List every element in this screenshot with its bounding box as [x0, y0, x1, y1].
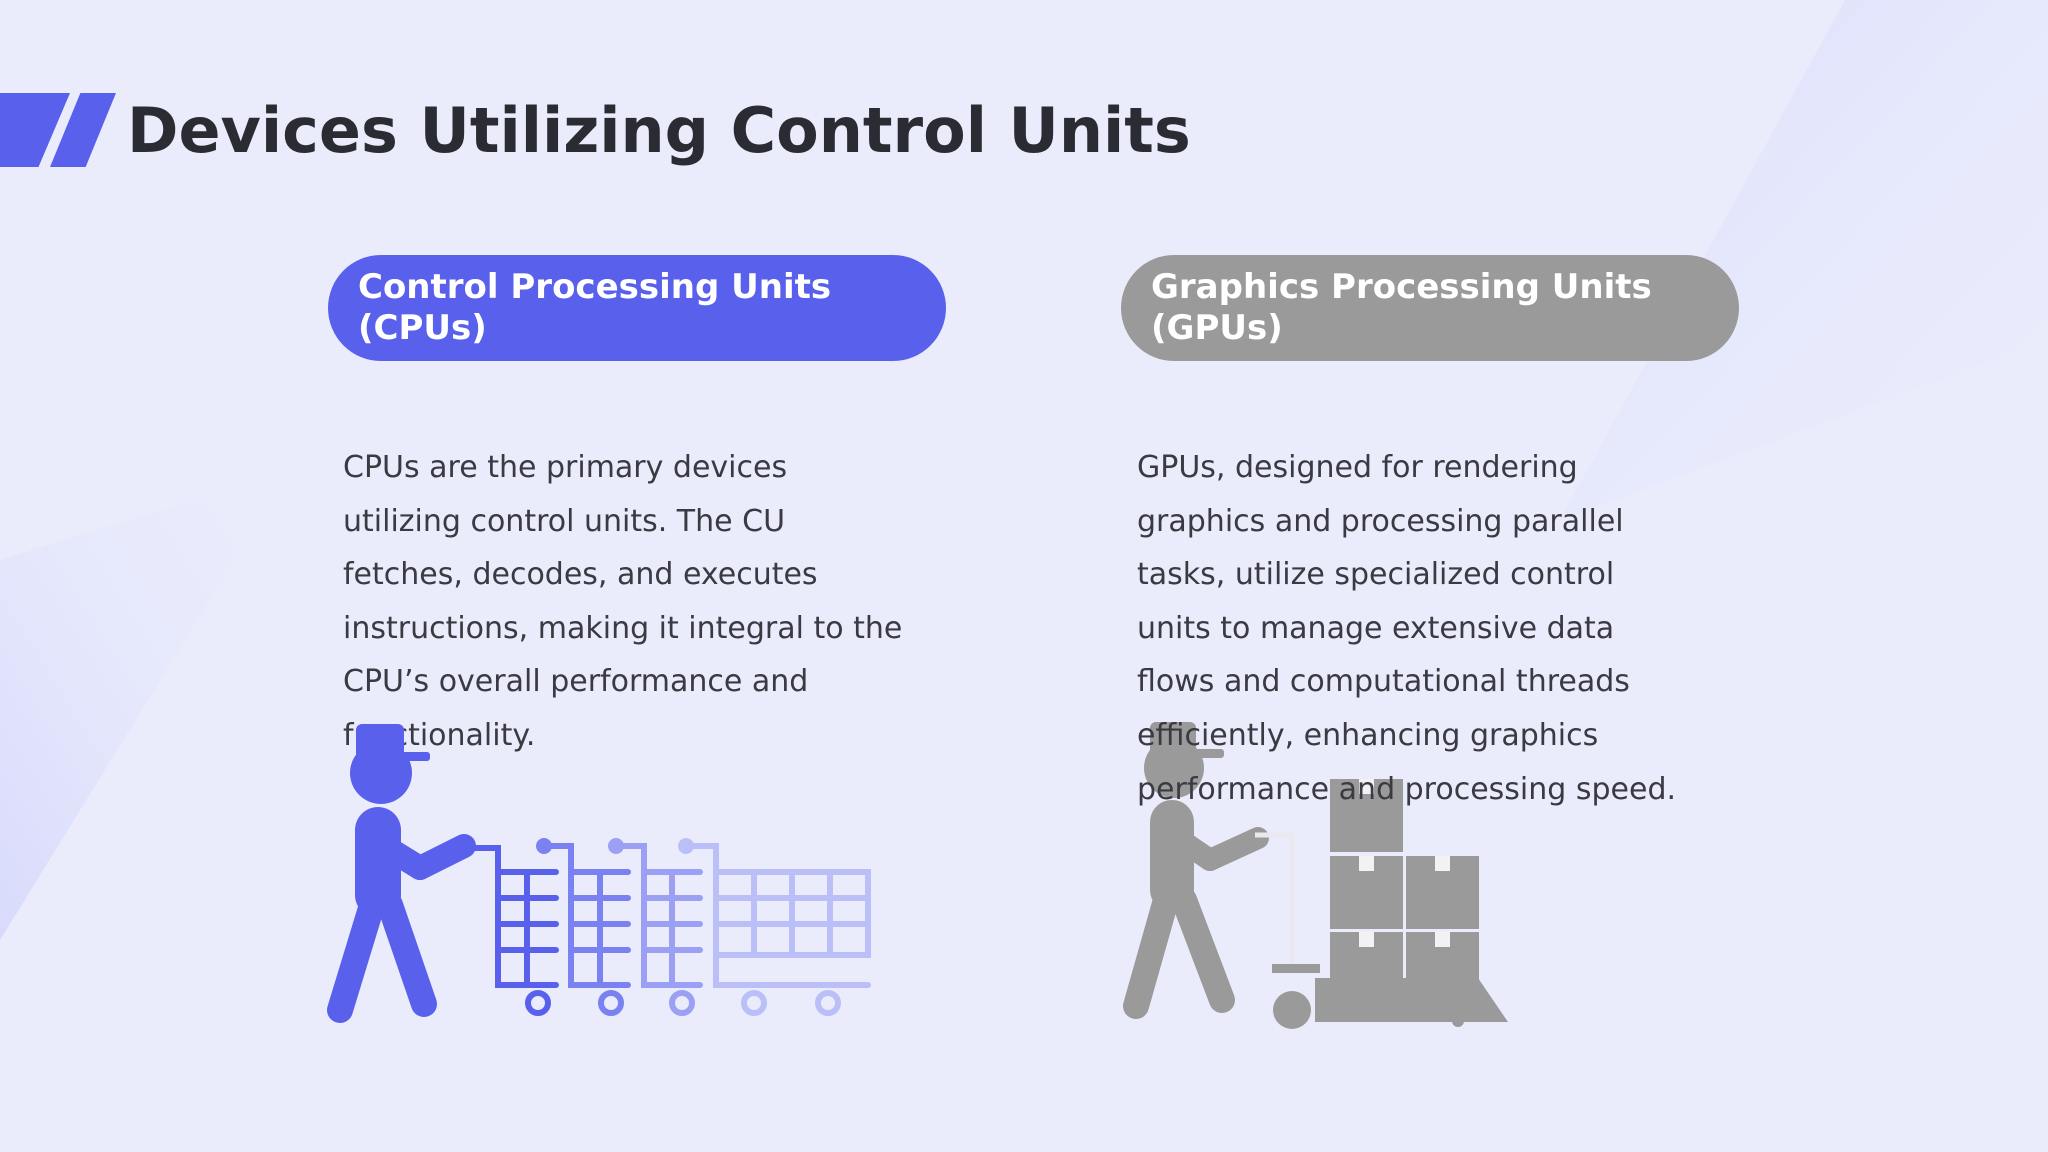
shopping-cart-icon: [459, 845, 559, 1016]
shopping-cart-icon: [536, 838, 631, 1016]
shopping-cart-icon: [608, 838, 703, 1016]
person-pushing-shopping-carts-icon: [327, 724, 871, 1023]
gpu-heading-label: Graphics Processing Units (GPUs): [1151, 267, 1652, 348]
stacked-boxes-icon: [1330, 779, 1479, 1005]
page-title: Devices Utilizing Control Units: [127, 94, 1191, 167]
gpu-heading-pill: Graphics Processing Units (GPUs): [1121, 255, 1739, 361]
cpu-description: CPUs are the primary devices utilizing c…: [343, 450, 903, 753]
gpu-description: GPUs, designed for rendering graphics an…: [1137, 450, 1677, 807]
cpu-heading-pill: Control Processing Units (CPUs): [328, 255, 946, 361]
shopping-cart-icon: [678, 838, 871, 1016]
cpu-heading-label: Control Processing Units (CPUs): [358, 267, 832, 348]
person-pushing-hand-truck-with-boxes-icon: [1123, 722, 1508, 1029]
